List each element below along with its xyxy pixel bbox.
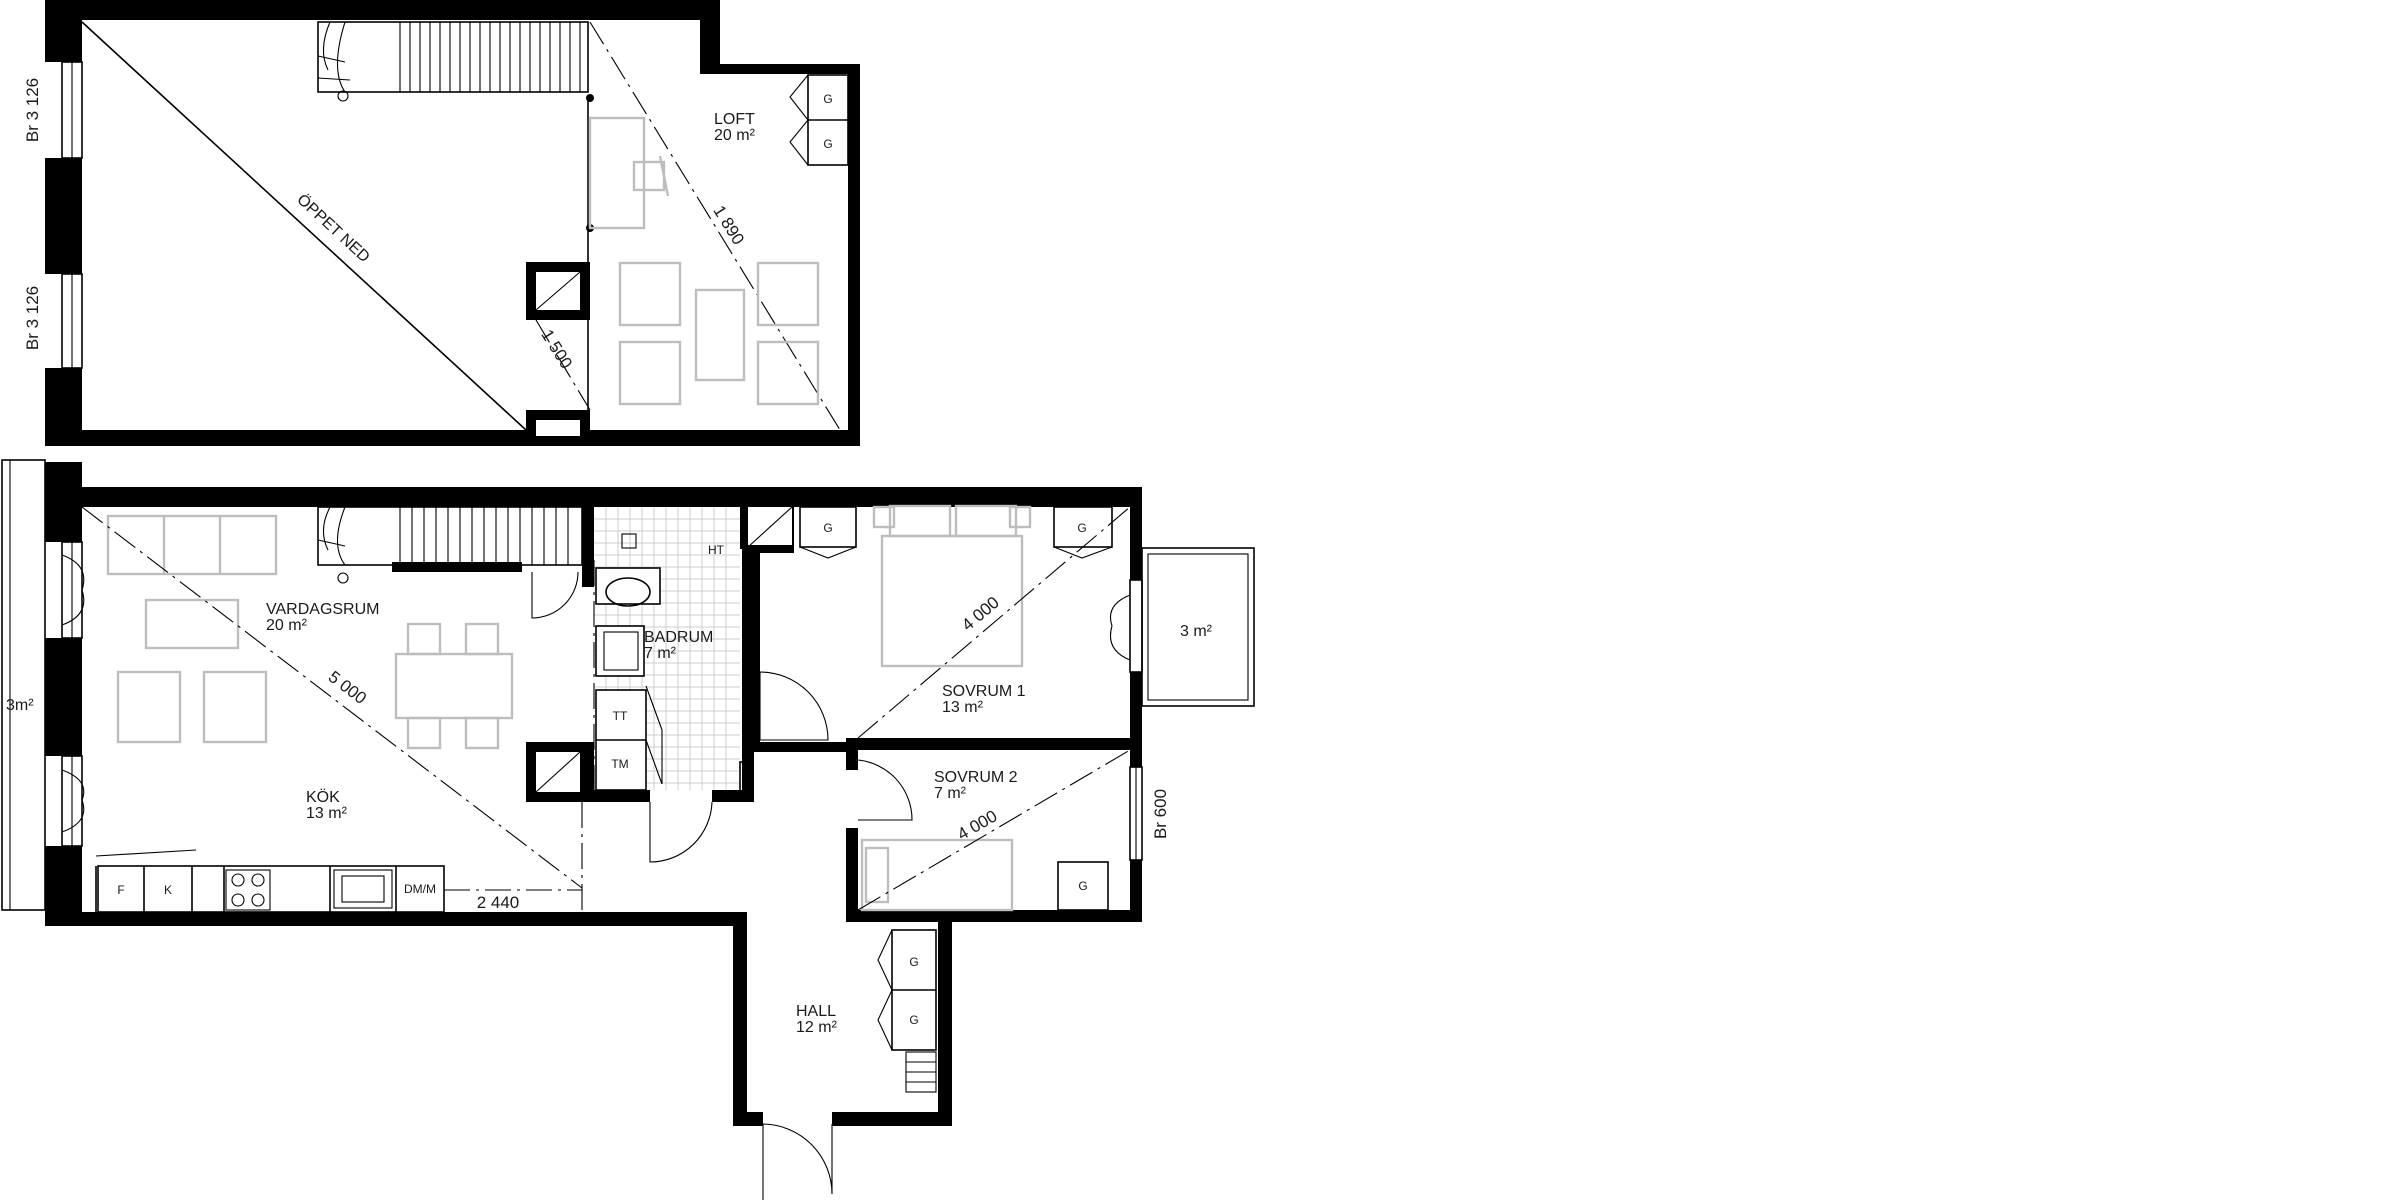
wall: [733, 912, 747, 1126]
wall: [848, 740, 860, 742]
wall: [938, 912, 952, 1126]
living-furniture: [106, 514, 514, 750]
balcony-left: [1, 459, 46, 911]
dimension-line: [589, 21, 841, 431]
room-name-kok: KÖK: [306, 788, 340, 806]
dimension-label: 2 440: [477, 893, 520, 912]
wall: [45, 368, 82, 446]
sovrum2-furniture: [860, 838, 1014, 912]
wall: [748, 742, 848, 752]
wall: [594, 790, 650, 802]
freezer-label: K: [164, 883, 172, 897]
dishwasher-label: DM/M: [404, 882, 436, 896]
room-name-sovrum1: SOVRUM 1: [942, 683, 1026, 700]
heat-label: HT: [708, 543, 725, 557]
wall: [846, 910, 1142, 922]
wall: [45, 0, 82, 62]
room-name-hall: HALL: [796, 1003, 836, 1020]
dryer-label: TT: [613, 709, 628, 723]
wall: [700, 0, 720, 72]
wall: [832, 1112, 952, 1126]
wardrobe-label: G: [1078, 879, 1087, 893]
door-living: [531, 571, 579, 619]
room-name-vardagsrum: VARDAGSRUM: [266, 601, 380, 618]
wardrobe: [1057, 861, 1109, 911]
wall: [45, 462, 82, 542]
main-level: 3m² 3 m² Br 600: [1, 459, 1255, 1200]
void-diagonal: [81, 21, 527, 431]
wall: [754, 545, 760, 745]
room-area-vardagsrum: 20 m²: [266, 617, 308, 634]
sovrum1-furniture: [872, 504, 1032, 668]
wall: [700, 64, 860, 74]
wardrobe-label: G: [823, 137, 832, 151]
wall: [733, 1112, 763, 1126]
loft-furniture: [588, 116, 820, 406]
wall: [45, 0, 720, 20]
balcony-right-area: 3 m²: [1180, 623, 1213, 640]
wardrobe-label: G: [909, 955, 918, 969]
wall: [848, 64, 860, 446]
living-stair: [317, 506, 583, 584]
wall: [45, 158, 82, 274]
dimension-label: 4 000: [958, 593, 1003, 635]
wall: [1130, 672, 1142, 767]
wall: [1130, 487, 1142, 580]
dimension-label: 4 000: [954, 806, 1000, 844]
wall: [742, 545, 754, 795]
room-area-hall: 12 m²: [796, 1019, 838, 1036]
wall: [582, 487, 594, 587]
window-label: Br 3 126: [23, 286, 42, 350]
window-label: Br 600: [1151, 789, 1170, 839]
window: [1129, 579, 1143, 673]
dimension-label: 1 500: [537, 326, 576, 372]
washer-label: TM: [611, 757, 628, 771]
wall: [1130, 860, 1142, 922]
loft-level: ÖPPET NED 1 890 1 500 G G Br 3 126 Br 3 …: [23, 0, 860, 446]
wall: [846, 738, 1142, 750]
dimension-label: 5 000: [325, 667, 370, 708]
door-entrance: [762, 1123, 833, 1200]
fridge-label: F: [117, 883, 124, 897]
door-bathroom: [649, 801, 713, 863]
radiator: [739, 761, 749, 793]
wall: [45, 430, 860, 446]
loft-stair: [317, 21, 589, 102]
door-sovrum1: [759, 671, 829, 741]
room-name-loft: LOFT: [714, 111, 755, 128]
room-name-sovrum2: SOVRUM 2: [934, 769, 1018, 786]
wardrobe-label: G: [823, 92, 832, 106]
wardrobe-label: G: [823, 521, 832, 535]
bathroom: TT TM HT: [593, 507, 740, 791]
kitchen-counter: F K DM/M: [95, 849, 445, 913]
room-area-loft: 20 m²: [714, 127, 756, 144]
wall: [754, 545, 794, 553]
wall: [846, 828, 858, 922]
dimension-line: [535, 319, 591, 411]
door-sovrum2: [857, 759, 913, 821]
wardrobe-label: G: [1077, 521, 1086, 535]
room-area-sovrum2: 7 m²: [934, 785, 967, 802]
loft-wardrobes: G G: [789, 74, 849, 166]
room-area-sovrum1: 13 m²: [942, 699, 984, 716]
wardrobe-label: G: [909, 1013, 918, 1027]
room-area-kok: 13 m²: [306, 805, 348, 822]
room-area-badrum: 7 m²: [644, 645, 677, 662]
wall: [45, 638, 82, 756]
wall: [392, 562, 522, 572]
dimension-line: [857, 506, 1131, 739]
room-name-badrum: BADRUM: [644, 629, 713, 646]
window-label: Br 3 126: [23, 78, 42, 142]
dimension-label: 1 890: [709, 202, 748, 248]
balcony-left-area: 3m²: [6, 697, 34, 714]
wall: [846, 742, 858, 770]
hall-wardrobes: G G: [877, 929, 937, 1093]
dimension-line: [81, 506, 583, 889]
wall: [45, 912, 745, 926]
dimension-line: [857, 749, 1131, 911]
